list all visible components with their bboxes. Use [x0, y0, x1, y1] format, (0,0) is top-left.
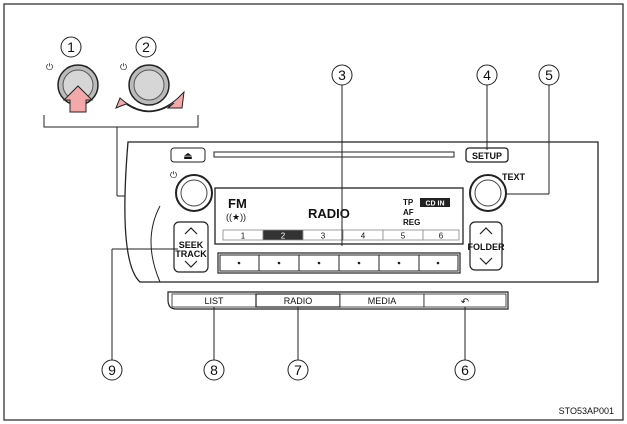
- preset-indicator-strip: 1 2 3 4 5 6: [222, 229, 460, 241]
- callout-7: 7: [287, 359, 309, 381]
- back-icon: ↶: [461, 297, 469, 308]
- svg-text:6: 6: [461, 362, 469, 378]
- power-symbol-2: ⏻: [120, 62, 127, 72]
- media-label: MEDIA: [368, 296, 397, 306]
- seek-up-icon: [184, 227, 198, 235]
- eject-button[interactable]: [170, 147, 206, 163]
- seek-down-icon: [184, 260, 198, 268]
- leader-lines: [111, 85, 550, 360]
- setup-label: SETUP: [472, 151, 502, 161]
- callout-4: 4: [476, 64, 498, 86]
- cd-slot: [213, 151, 455, 158]
- bottom-button-bar: LIST RADIO MEDIA ↶: [167, 291, 509, 310]
- list-label: LIST: [204, 296, 224, 306]
- callout-2: 2: [135, 36, 157, 58]
- text-label: TEXT: [502, 172, 526, 182]
- svg-text:2: 2: [142, 39, 150, 55]
- preset-indicator-6: 6: [439, 232, 444, 241]
- preset-indicator-4: 4: [361, 232, 366, 241]
- svg-text:8: 8: [210, 362, 218, 378]
- power-symbol-unit: ⏻: [170, 170, 177, 180]
- power-symbol-1: ⏻: [46, 62, 53, 72]
- knob-turn-illustration: ⏻: [115, 62, 185, 113]
- radio-text-icon: ((★)): [226, 212, 246, 222]
- preset-button-row: [217, 252, 461, 274]
- folder-button[interactable]: [469, 221, 503, 271]
- preset-indicator-1: 1: [241, 232, 246, 241]
- folder-label: FOLDER: [468, 242, 505, 252]
- push-arrow-icon: [62, 85, 94, 113]
- knob-push-illustration: ⏻: [46, 62, 99, 113]
- tp-label: TP: [403, 198, 414, 207]
- preset-indicator-2: 2: [281, 232, 286, 241]
- radio-label: RADIO: [284, 296, 313, 306]
- callout-5: 5: [538, 64, 560, 86]
- callout-3: 3: [331, 64, 353, 86]
- callout-8: 8: [203, 359, 225, 381]
- svg-text:7: 7: [294, 362, 302, 378]
- eject-icon: ⏏: [183, 151, 192, 162]
- band-label: FM: [228, 196, 247, 211]
- preset-indicator-5: 5: [401, 232, 406, 241]
- callout-6: 6: [454, 359, 476, 381]
- svg-text:4: 4: [483, 67, 491, 83]
- track-label: TRACK: [175, 249, 207, 259]
- source-label: RADIO: [308, 206, 350, 221]
- callout-1: 1: [60, 36, 82, 58]
- callout-9: 9: [101, 359, 123, 381]
- reg-label: REG: [403, 218, 420, 227]
- folder-up-icon: [479, 227, 493, 235]
- cd-in-label: CD IN: [425, 201, 444, 208]
- af-label: AF: [403, 208, 414, 217]
- svg-text:9: 9: [108, 362, 116, 378]
- seek-label: SEEK: [179, 240, 204, 250]
- seek-track-button[interactable]: [173, 221, 209, 273]
- svg-text:5: 5: [545, 67, 553, 83]
- cd-in-badge: [420, 198, 450, 207]
- reference-code: STO53AP001: [559, 406, 614, 416]
- folder-down-icon: [479, 257, 493, 265]
- svg-text:1: 1: [67, 39, 75, 55]
- svg-text:3: 3: [338, 67, 346, 83]
- rotate-arrow-icon: [115, 90, 185, 113]
- preset-indicator-3: 3: [321, 232, 326, 241]
- diagram-frame: [3, 3, 624, 421]
